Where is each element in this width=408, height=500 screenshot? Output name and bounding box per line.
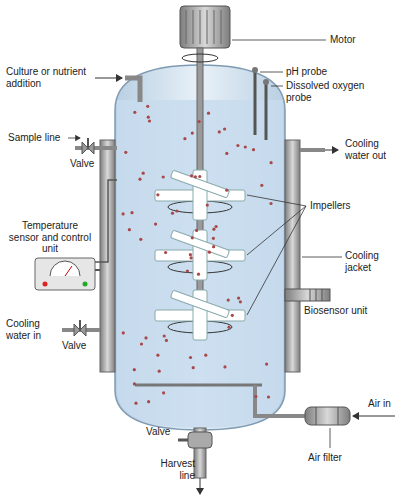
sample-line xyxy=(68,138,117,154)
cell-dot xyxy=(189,253,192,256)
cell-dot xyxy=(191,236,194,239)
cell-dot xyxy=(204,354,207,357)
cell-dot xyxy=(212,237,215,240)
cell-dot xyxy=(265,363,268,366)
part-label: Valve xyxy=(70,158,110,170)
part-label: Air in xyxy=(368,398,404,410)
part-label: Harvest line xyxy=(150,458,195,481)
cell-dot xyxy=(139,238,142,241)
cell-dot xyxy=(133,382,136,385)
part-label: pH probe xyxy=(286,66,376,78)
probes xyxy=(252,67,283,140)
cell-dot xyxy=(122,212,125,215)
cell-dot xyxy=(206,204,209,207)
part-label: Culture or nutrient addition xyxy=(6,66,94,89)
cell-dot xyxy=(190,174,193,177)
impellers xyxy=(155,170,245,340)
part-label: Motor xyxy=(330,34,380,46)
cell-dot xyxy=(223,127,226,130)
cell-dot xyxy=(225,189,228,192)
cell-dot xyxy=(239,300,242,303)
cell-dot xyxy=(138,178,141,181)
cell-dot xyxy=(252,148,255,151)
cell-dot xyxy=(225,152,228,155)
cell-dot xyxy=(244,145,247,148)
cell-dot xyxy=(183,137,186,140)
cell-dot xyxy=(267,395,270,398)
cell-dot xyxy=(133,368,136,371)
cell-dot xyxy=(156,354,159,357)
cell-dot xyxy=(195,229,198,232)
cell-dot xyxy=(165,339,168,342)
cooling-jacket xyxy=(285,140,300,372)
cell-dot xyxy=(147,400,150,403)
cell-dot xyxy=(163,334,166,337)
cell-dot xyxy=(212,228,215,231)
cell-dot xyxy=(133,111,136,114)
cell-dot xyxy=(236,144,239,147)
part-label: Air filter xyxy=(308,452,368,464)
cell-dot xyxy=(223,365,226,368)
cell-dot xyxy=(134,402,137,405)
rotation-arrow xyxy=(182,54,218,62)
cell-dot xyxy=(197,273,200,276)
cell-dot xyxy=(194,175,197,178)
cell-dot xyxy=(215,225,218,228)
cell-dot xyxy=(147,116,150,119)
cell-dot xyxy=(128,228,131,231)
part-label: Impellers xyxy=(310,200,380,212)
cell-dot xyxy=(162,175,165,178)
part-label: Valve xyxy=(62,340,102,352)
cell-dot xyxy=(130,211,133,214)
cell-dot xyxy=(142,172,145,175)
part-label: Dissolved oxygen probe xyxy=(286,80,376,103)
cell-dot xyxy=(144,336,147,339)
cell-dot xyxy=(207,112,210,115)
part-label: Biosensor unit xyxy=(304,305,374,317)
cell-dot xyxy=(227,326,230,329)
cell-dot xyxy=(208,251,211,254)
cell-dot xyxy=(218,130,221,133)
cell-dot xyxy=(162,391,165,394)
part-label: Temperature sensor and control unit xyxy=(6,220,94,255)
cell-dot xyxy=(171,212,174,215)
part-label: Valve xyxy=(146,426,180,438)
cell-dot xyxy=(122,331,125,334)
part-label: Sample line xyxy=(8,132,70,144)
sparger xyxy=(135,384,262,387)
cell-dot xyxy=(124,151,127,154)
biosensor xyxy=(285,289,330,301)
cell-dot xyxy=(140,342,143,345)
cell-dot xyxy=(189,356,192,359)
cell-dot xyxy=(227,299,230,302)
cell-dot xyxy=(186,270,189,273)
cell-dot xyxy=(175,209,178,212)
part-label: Cooling water in xyxy=(6,318,60,341)
cell-dot xyxy=(212,245,215,248)
cell-dot xyxy=(146,105,149,108)
cooling-in-pipe xyxy=(62,320,100,336)
cell-dot xyxy=(164,251,167,254)
part-label: Cooling water out xyxy=(345,138,403,161)
cell-dot xyxy=(190,256,193,259)
cell-dot xyxy=(156,193,159,196)
cell-dot xyxy=(254,395,257,398)
cell-dot xyxy=(198,175,201,178)
cell-dot xyxy=(192,366,195,369)
part-label: Cooling jacket xyxy=(345,250,403,273)
cell-dot xyxy=(158,370,161,373)
cell-dot xyxy=(237,297,240,300)
cell-dot xyxy=(260,184,263,187)
addition-pipe xyxy=(125,78,140,102)
cell-dot xyxy=(198,120,201,123)
cell-dot xyxy=(191,132,194,135)
cell-dot xyxy=(269,202,272,205)
cell-dot xyxy=(148,119,151,122)
cooling-out-pipe xyxy=(300,150,338,151)
cell-dot xyxy=(231,314,234,317)
motor xyxy=(180,6,326,48)
cell-dot xyxy=(270,161,273,164)
cell-dot xyxy=(154,223,157,226)
